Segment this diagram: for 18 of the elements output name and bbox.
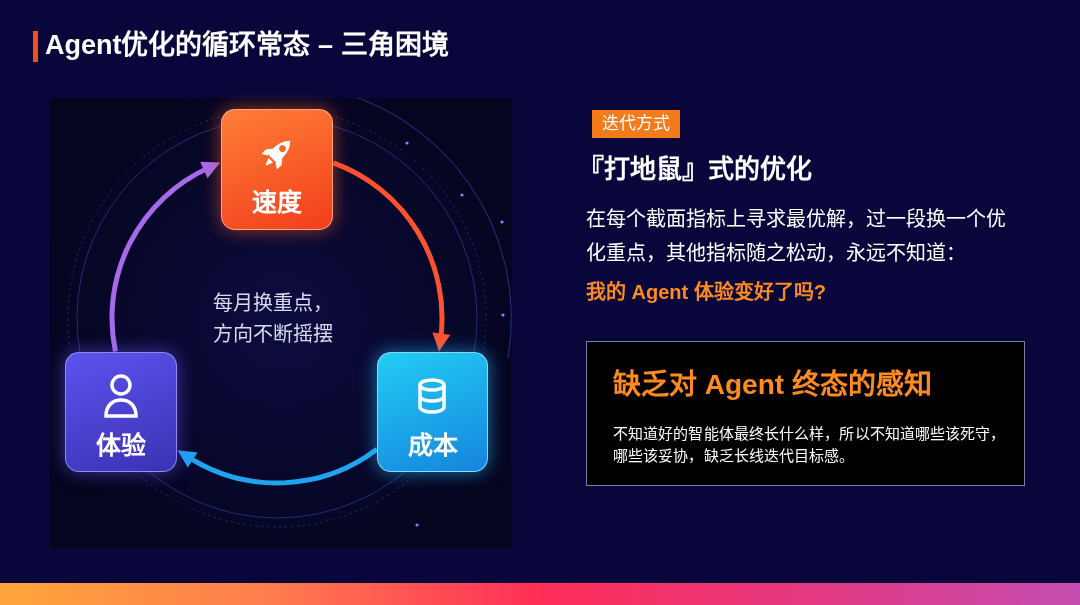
metric-card <box>377 352 488 472</box>
node-label: 成本 <box>407 430 458 460</box>
node-label: 体验 <box>96 430 146 460</box>
callout-panel <box>586 341 1025 486</box>
callout-heading: 缺乏对 Agent 终态的感知 <box>613 368 932 402</box>
cycle-arrow <box>177 447 379 486</box>
center-note: 每月换重点，方向不断摇摆 <box>213 291 334 347</box>
metric-card <box>65 352 177 472</box>
body-text: 在每个截面指标上寻求最优解，过一段换一个优化重点，其他指标随之松动，永远不知道： <box>586 207 1007 266</box>
section-heading: 『打地鼠』式的优化 <box>578 153 812 186</box>
metric-card <box>221 109 333 230</box>
cycle-arrow <box>332 160 450 352</box>
cycle-arrow <box>109 161 220 352</box>
node-label: 速度 <box>252 187 302 217</box>
callout-text: 不知道好的智能体最终长什么样，所以不知道哪些该死守，哪些该妥协，缺乏长线迭代目标感。 <box>613 424 1007 466</box>
slide-title: Agent优化的循环常态 – 三角困境 <box>45 29 449 62</box>
highlight-question: 我的 Agent 体验变好了吗? <box>586 280 826 305</box>
section-tag: 迭代方式 <box>592 110 680 138</box>
